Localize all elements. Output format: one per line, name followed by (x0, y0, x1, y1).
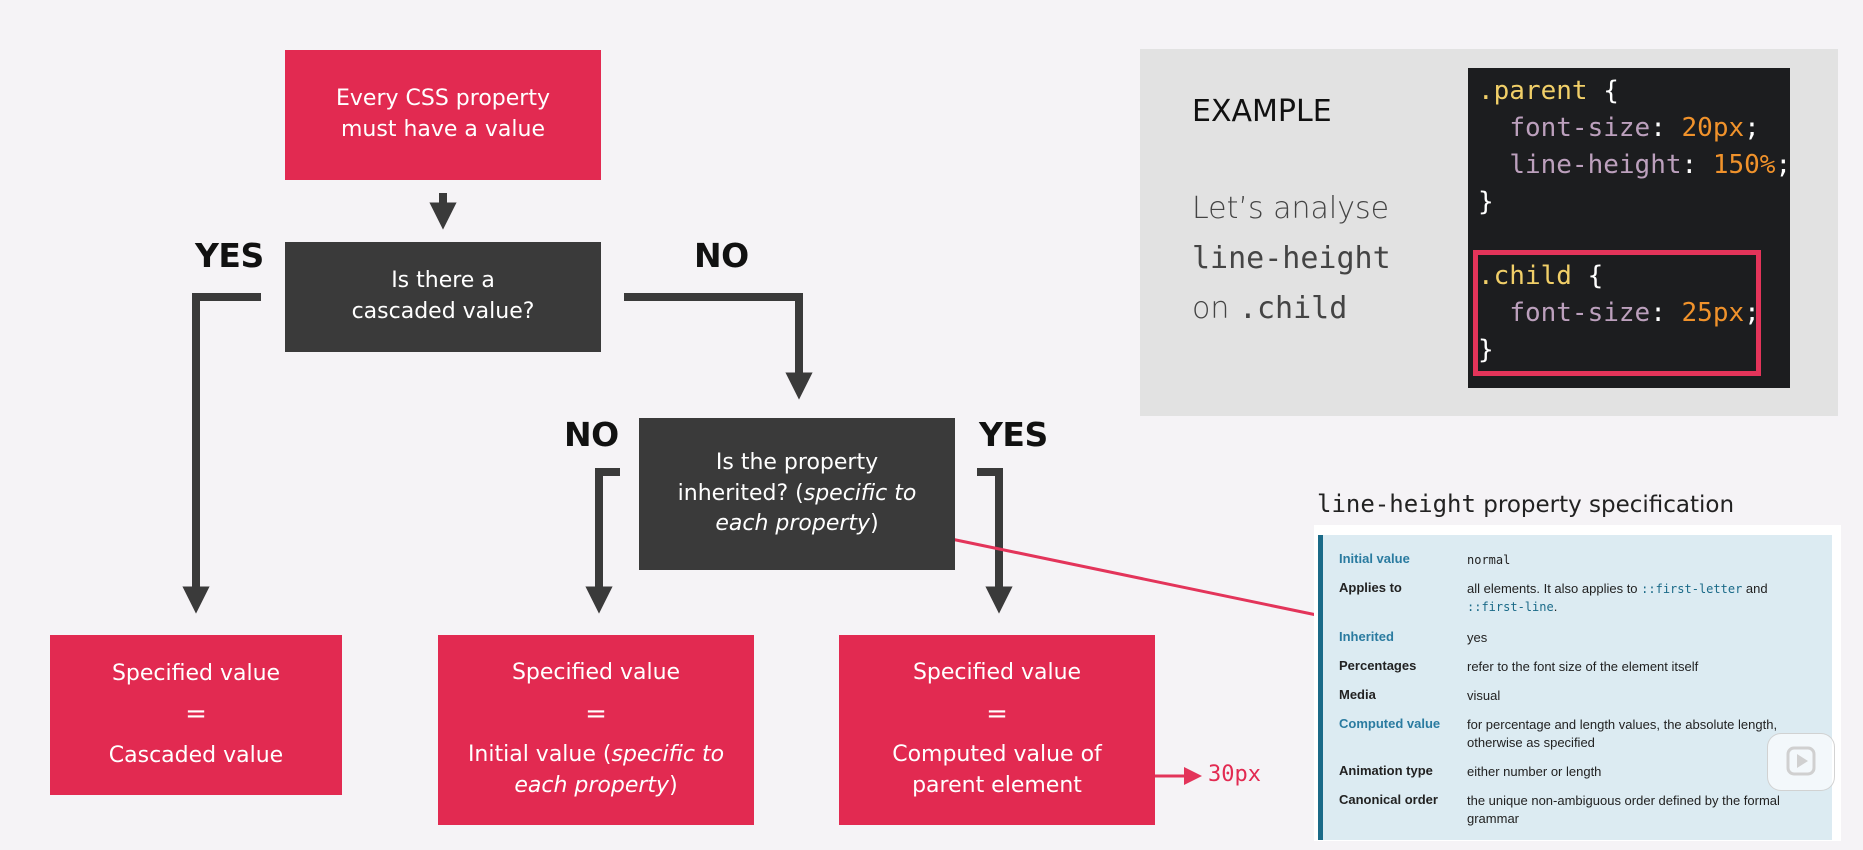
spec-val-animation-type: either number or length (1467, 764, 1602, 779)
spec-key-initial-value: Initial value (1339, 551, 1410, 566)
result-computed-line2: parent element (912, 772, 1082, 798)
label-yes-cascaded: YES (195, 236, 264, 275)
spec-key-computed-value[interactable]: Computed value (1339, 716, 1441, 731)
code-parent-brace: { (1587, 76, 1619, 106)
example-title: EXAMPLE (1192, 94, 1332, 129)
spec-val-computed-value: for percentage and length values, the ab… (1467, 717, 1778, 750)
result-cascaded-title: Specified value (111, 660, 281, 686)
arrow-yes-to-computed-result (977, 468, 1013, 614)
spec-title: line-height property specification (1317, 490, 1734, 518)
spec-val-initial-value: normal (1467, 553, 1511, 567)
inherited-question-line3-b: ) (870, 511, 879, 537)
inherited-question-line2-a: inherited? ( (677, 480, 804, 506)
spec-val-applies-to: all elements. It also applies to ::first… (1467, 580, 1787, 616)
result-initial-b: specific to (611, 742, 725, 768)
spec-key-inherited[interactable]: Inherited (1339, 629, 1394, 644)
box-inherited-question: Is the property inherited? (specific to … (639, 418, 955, 570)
example-line3-b: .child (1238, 291, 1348, 326)
spec-table (1318, 535, 1832, 840)
inherited-question-line1: Is the property (715, 449, 879, 475)
example-line1: Let’s analyse (1192, 191, 1390, 226)
box-result-cascaded: Specified value = Cascaded value (50, 635, 342, 795)
spec-val-initial-value-wrap: normal (1467, 551, 1787, 569)
box-result-computed: Specified value = Computed value of pare… (839, 635, 1155, 825)
code-line-7: } (1478, 335, 1494, 365)
spec-applies-c: . (1553, 599, 1558, 614)
result-initial-line2: each property) (514, 771, 677, 802)
play-video-button[interactable] (1767, 733, 1835, 791)
spec-val-percentages: refer to the font size of the element it… (1467, 659, 1699, 674)
result-initial-a: Initial value ( (467, 742, 612, 768)
result-cascaded-value: Cascaded value (108, 742, 284, 768)
output-value: 30px (1208, 762, 1261, 787)
spec-first-line-link[interactable]: ::first-line (1467, 600, 1554, 614)
box-every-property-text: Every CSS property must have a value (336, 86, 550, 142)
cascaded-question-line2: cascaded value? (351, 299, 535, 324)
result-initial-equals: = (585, 699, 607, 729)
spec-key-percentages: Percentages (1339, 658, 1417, 673)
spec-applies-a: all elements. It also applies to (1467, 581, 1642, 596)
arrow-inherited-to-spec (907, 528, 1369, 631)
inherited-question-line2: inherited? (specific to (678, 479, 917, 510)
code-line-6: font-size: 25px; (1509, 298, 1760, 328)
code-child-brace: { (1571, 261, 1604, 291)
code-line-2: font-size: 20px; (1509, 113, 1760, 143)
cascaded-question-line1: Is there a (391, 268, 495, 294)
result-computed-line1: Computed value of (892, 742, 1102, 768)
spec-applies-b: and (1742, 581, 1768, 596)
spec-key-media: Media (1339, 687, 1376, 702)
box-result-initial: Specified value = Initial value (specifi… (438, 635, 754, 825)
result-initial-c: each property (514, 772, 670, 798)
code-prop-line-height: line-height (1509, 150, 1682, 180)
code-val-20px: 20px (1681, 113, 1745, 143)
code-child-prop-font-size: font-size (1509, 298, 1651, 328)
label-no-cascaded: NO (694, 236, 749, 275)
code-child-selector: .child (1478, 261, 1572, 291)
code-val-25px: 25px (1681, 298, 1745, 328)
play-video-icon (1786, 746, 1816, 776)
spec-val-inherited: yes (1467, 630, 1488, 645)
result-computed-equals: = (986, 699, 1008, 729)
spec-title-text: property specification (1475, 492, 1735, 518)
code-line-1: .parent { (1478, 76, 1619, 106)
spec-key-canonical-order: Canonical order (1339, 792, 1438, 807)
result-computed-title: Specified value (912, 660, 1082, 686)
arrow-no-to-inherited (624, 293, 813, 400)
example-line2: line-height (1192, 241, 1391, 276)
arrow-no-to-initial-result (585, 468, 620, 614)
label-yes-inherited: YES (979, 415, 1048, 454)
code-snippet: .parent { font-size: 20px; line-height: … (1468, 68, 1792, 388)
box-every-property: Every CSS property must have a value (285, 50, 601, 180)
inherited-question-line2-b: specific to (803, 480, 917, 506)
code-parent-selector: .parent (1478, 76, 1588, 106)
box-cascaded-question: Is there a cascaded value? (285, 242, 601, 352)
label-no-inherited: NO (564, 415, 619, 454)
inherited-question-line3: each property) (715, 509, 878, 540)
code-line-3: line-height: 150%; (1509, 150, 1792, 180)
arrow-yes-to-cascaded-result (182, 293, 261, 614)
code-val-150: 150% (1712, 150, 1776, 180)
code-prop-font-size: font-size (1509, 113, 1651, 143)
spec-key-animation-type: Animation type (1339, 763, 1433, 778)
code-line-5: .child { (1478, 261, 1603, 291)
result-initial-line1: Initial value (specific to (468, 740, 724, 771)
spec-key-applies-to: Applies to (1339, 580, 1402, 595)
spec-val-canonical-order: the unique non-ambiguous order defined b… (1467, 793, 1780, 826)
spec-first-letter-link[interactable]: ::first-letter (1641, 582, 1743, 596)
example-description: Let’s analyse line-height on .child (1192, 184, 1391, 334)
code-line-4: } (1478, 187, 1494, 217)
example-line3-a: on (1192, 291, 1230, 326)
result-cascaded-equals: = (185, 699, 207, 730)
result-initial-title: Specified value (511, 660, 681, 686)
child-highlight-box (1473, 250, 1761, 376)
example-line3: on .child (1192, 284, 1391, 334)
spec-val-media: visual (1467, 688, 1501, 703)
inherited-question-line3-a: each property (715, 511, 871, 537)
result-initial-d: ) (669, 772, 678, 798)
spec-title-code: line-height (1317, 490, 1476, 518)
